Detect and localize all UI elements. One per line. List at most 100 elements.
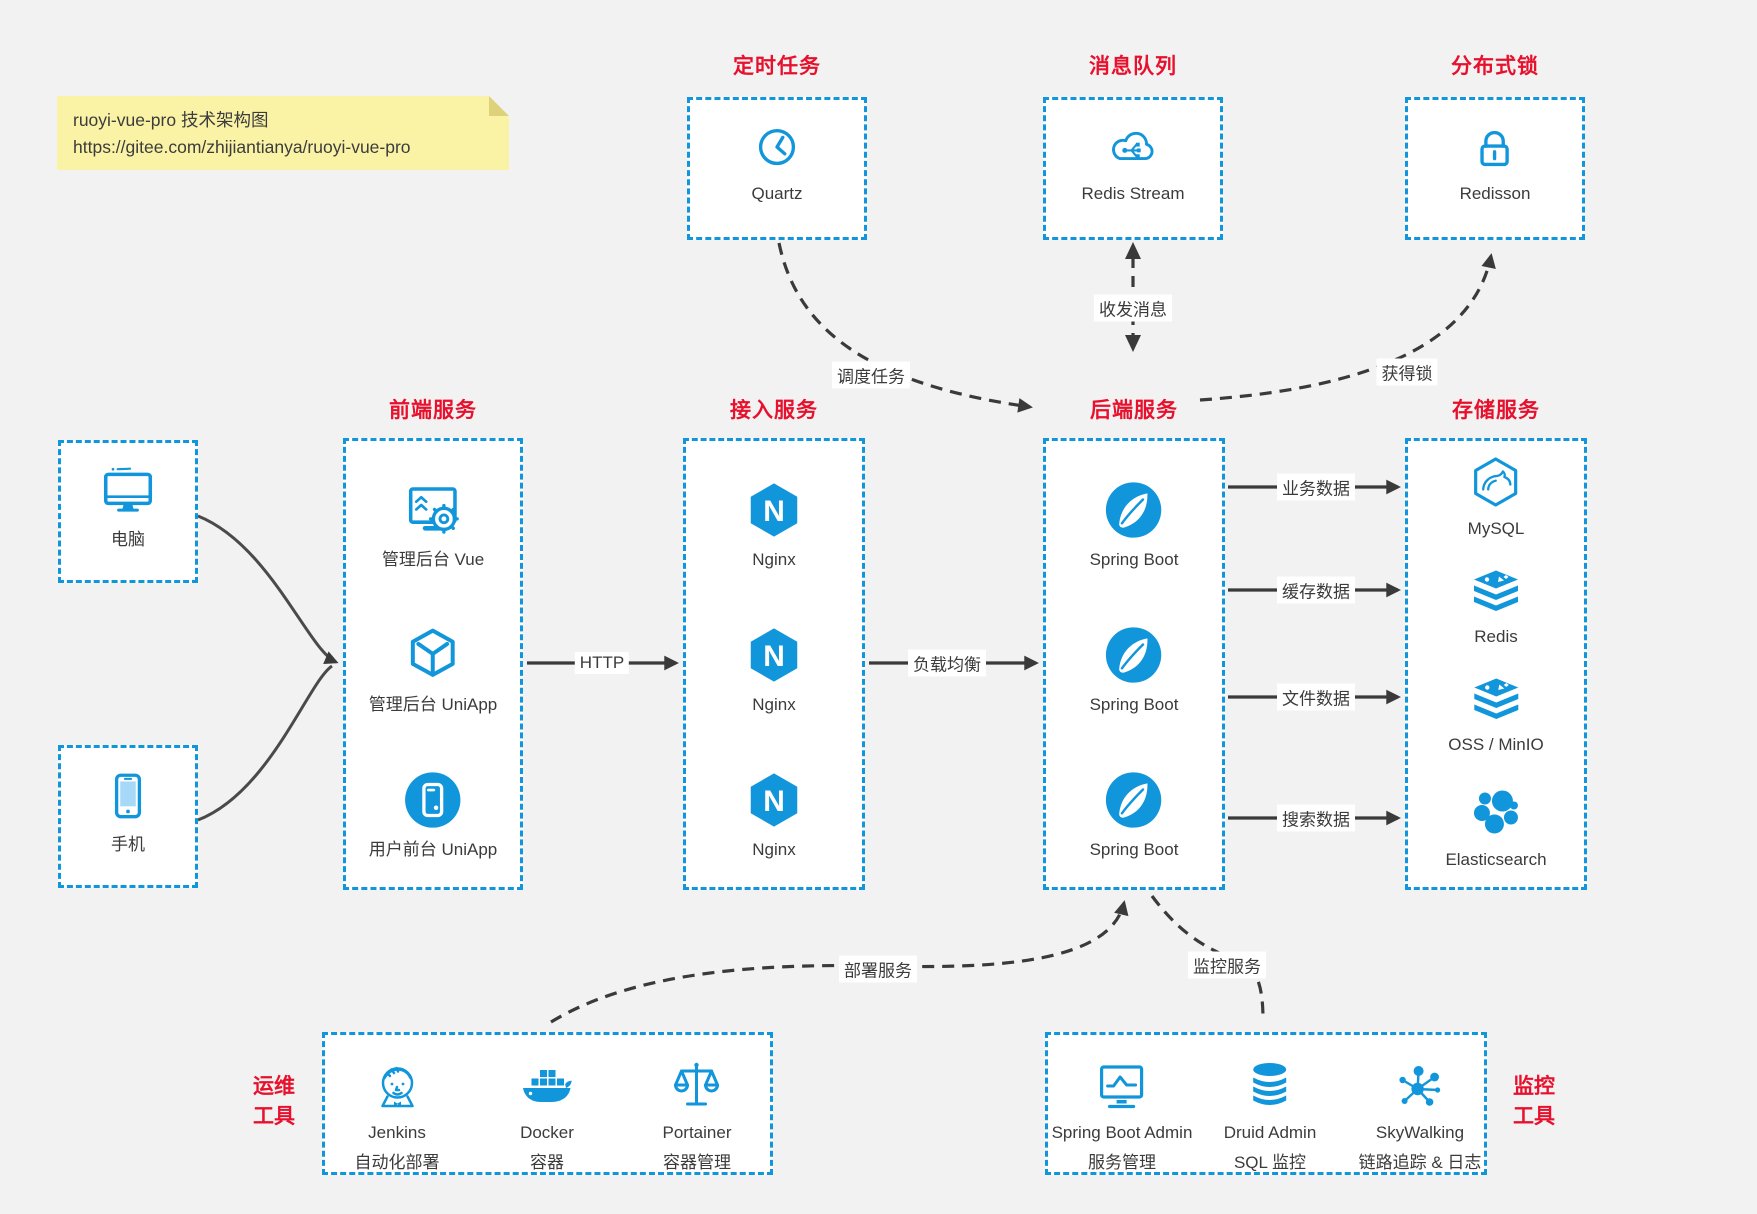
- edge-label-load-balance: 负载均衡: [908, 649, 986, 677]
- node-label: SkyWalking: [1375, 1123, 1465, 1142]
- node-redis: Redis: [1468, 562, 1524, 648]
- node-sublabel: 容器管理: [662, 1153, 731, 1172]
- druid-database-icon: [1242, 1058, 1298, 1114]
- node-label: 用户前台 UniApp: [368, 840, 498, 859]
- node-mysql: MySQL: [1468, 454, 1524, 540]
- group-title-scheduler: 定时任务: [733, 55, 821, 78]
- node-oss-minio: OSS / MinIO: [1448, 670, 1544, 756]
- group-title-ops: 运维 工具: [253, 1075, 295, 1129]
- node-label: Redisson: [1459, 184, 1531, 203]
- node-sublabel: 自动化部署: [354, 1153, 440, 1172]
- edge-phone-to-frontend: [197, 664, 333, 822]
- svg-text:N: N: [763, 640, 785, 673]
- spring-icon: [1103, 479, 1165, 541]
- edge-label-acquire-lock: 获得锁: [1376, 358, 1438, 386]
- desktop-icon: [99, 463, 157, 521]
- node-label: Druid Admin: [1223, 1123, 1317, 1142]
- nginx-icon: N: [743, 769, 805, 831]
- group-title-gateway: 接入服务: [730, 399, 818, 422]
- group-title-backend: 后端服务: [1090, 399, 1178, 422]
- node-portainer: Portainer 容器管理: [662, 1058, 732, 1174]
- node-label: Nginx: [752, 550, 796, 569]
- group-box-lock: [1405, 97, 1585, 240]
- node-label: Spring Boot: [1089, 550, 1179, 569]
- admin-vue-icon: [402, 479, 464, 541]
- group-title-lock: 分布式锁: [1451, 55, 1539, 78]
- edge-label-business-data: 业务数据: [1277, 473, 1355, 501]
- edge-label-monitor: 监控服务: [1188, 951, 1266, 979]
- edge-label-deploy: 部署服务: [839, 955, 917, 983]
- node-label: Jenkins: [368, 1123, 426, 1142]
- edge-label-messaging: 收发消息: [1094, 294, 1172, 322]
- edge-acquire-lock-curve: [1199, 253, 1496, 402]
- node-nginx-2: N Nginx: [743, 624, 805, 716]
- node-label: Redis Stream: [1081, 184, 1185, 203]
- node-phone: 手机: [99, 768, 157, 856]
- node-sublabel: 服务管理: [1088, 1153, 1156, 1172]
- edge-label-file-data: 文件数据: [1277, 683, 1355, 711]
- group-title-mq: 消息队列: [1089, 55, 1177, 78]
- node-springboot-2: Spring Boot: [1089, 624, 1179, 716]
- node-label: Nginx: [752, 840, 796, 859]
- redis-stack-icon: [1468, 562, 1524, 618]
- node-label: Docker: [520, 1123, 574, 1142]
- nginx-icon: N: [743, 479, 805, 541]
- node-label: 电脑: [111, 530, 145, 549]
- node-label: 手机: [111, 835, 145, 854]
- node-nginx-1: N Nginx: [743, 479, 805, 571]
- storage-stack-icon: [1468, 670, 1524, 726]
- spring-icon: [1103, 769, 1165, 831]
- node-label: Spring Boot Admin: [1051, 1123, 1193, 1142]
- node-sublabel: SQL 监控: [1233, 1153, 1307, 1172]
- node-user-uniapp: 用户前台 UniApp: [369, 769, 497, 861]
- node-jenkins: Jenkins 自动化部署: [355, 1058, 440, 1174]
- sticky-note: ruoyi-vue-pro 技术架构图 https://gitee.com/zh…: [57, 96, 509, 170]
- group-box-mq: [1043, 97, 1223, 240]
- group-title-storage: 存储服务: [1452, 399, 1540, 422]
- group-title-frontend: 前端服务: [389, 399, 477, 422]
- node-label: Portainer: [662, 1123, 732, 1142]
- group-box-scheduler: [687, 97, 867, 240]
- node-label: 管理后台 Vue: [381, 550, 485, 569]
- node-redisson: Redisson: [1459, 121, 1531, 205]
- node-docker: Docker 容器: [519, 1058, 575, 1174]
- spring-icon: [1103, 624, 1165, 686]
- edge-label-cache-data: 缓存数据: [1277, 576, 1355, 604]
- docker-whale-icon: [519, 1058, 575, 1114]
- node-redis-stream: Redis Stream: [1081, 121, 1185, 205]
- padlock-icon: [1468, 121, 1522, 175]
- group-title-monitoring: 监控 工具: [1513, 1075, 1555, 1129]
- edge-deploy-curve: [550, 900, 1129, 1024]
- cloud-stream-icon: [1106, 121, 1160, 175]
- svg-text:N: N: [763, 495, 785, 528]
- node-spring-boot-admin: Spring Boot Admin 服务管理: [1051, 1058, 1193, 1174]
- node-label: Spring Boot: [1089, 695, 1179, 714]
- node-springboot-1: Spring Boot: [1089, 479, 1179, 571]
- node-admin-uniapp: 管理后台 UniApp: [369, 624, 497, 716]
- svg-text:N: N: [763, 785, 785, 818]
- node-label: Redis: [1474, 627, 1518, 646]
- node-sublabel: 链路追踪 & 日志: [1358, 1153, 1482, 1172]
- edge-label-schedule: 调度任务: [832, 361, 910, 389]
- note-title: ruoyi-vue-pro 技术架构图: [73, 110, 269, 130]
- node-druid-admin: Druid Admin SQL 监控: [1223, 1058, 1317, 1174]
- node-label: Elasticsearch: [1445, 850, 1547, 869]
- clock-icon: [750, 121, 804, 175]
- user-app-icon: [402, 769, 464, 831]
- nginx-icon: N: [743, 624, 805, 686]
- group-box-storage: [1405, 438, 1587, 890]
- node-admin-vue: 管理后台 Vue: [382, 479, 484, 571]
- node-computer: 电脑: [99, 463, 157, 551]
- edge-messaging-arrowhead-down: [1125, 335, 1141, 352]
- node-label: OSS / MinIO: [1448, 735, 1544, 754]
- node-sublabel: 容器: [530, 1153, 564, 1172]
- node-skywalking: SkyWalking 链路追踪 & 日志: [1358, 1058, 1482, 1174]
- admin-chart-icon: [1094, 1058, 1150, 1114]
- mysql-icon: [1468, 454, 1524, 510]
- uniapp-cube-icon: [402, 624, 464, 686]
- node-springboot-3: Spring Boot: [1090, 769, 1178, 861]
- edge-computer-to-frontend: [197, 514, 339, 664]
- edge-messaging-arrowhead-up: [1125, 242, 1141, 259]
- jenkins-butler-icon: [369, 1058, 425, 1114]
